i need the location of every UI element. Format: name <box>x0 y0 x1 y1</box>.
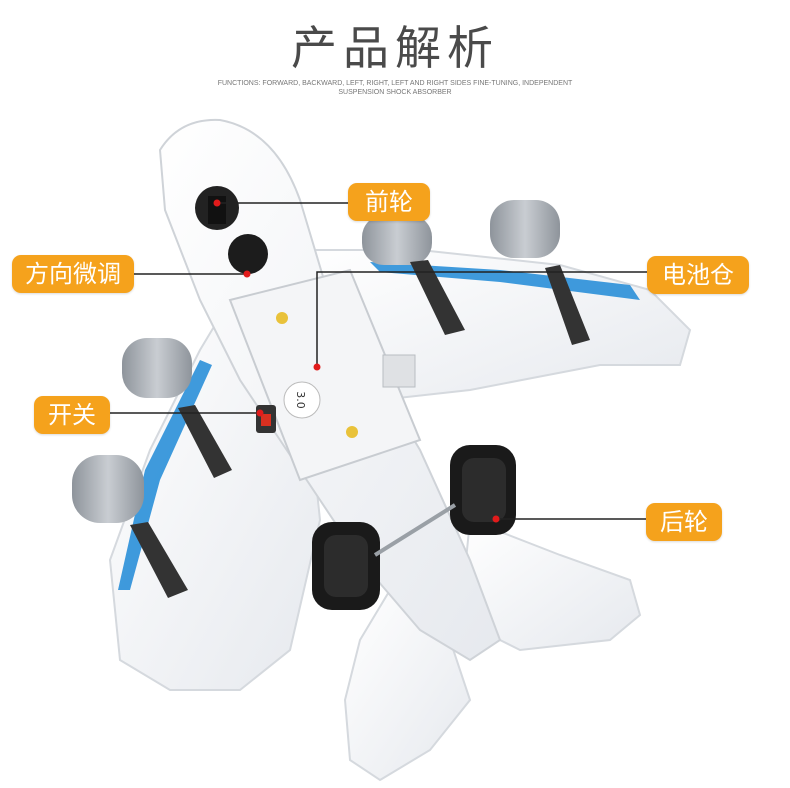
subtitle-line-1: FUNCTIONS: FORWARD, BACKWARD, LEFT, RIGH… <box>217 80 573 87</box>
callout-battery: 电池仓 <box>647 256 749 294</box>
page-subtitle: FUNCTIONS: FORWARD, BACKWARD, LEFT, RIGH… <box>195 79 595 97</box>
battery-cover <box>228 268 422 482</box>
svg-text:3.0: 3.0 <box>294 391 307 409</box>
page-title: 产品解析 <box>291 21 499 75</box>
callout-direction-adjust: 方向微调 <box>12 255 134 293</box>
label-disc <box>283 381 321 419</box>
screw-2 <box>346 426 358 438</box>
callout-rear-wheel: 后轮 <box>646 503 722 541</box>
engine-left-1 <box>122 338 232 478</box>
rear-wheel-left <box>312 522 380 610</box>
engine-left-2 <box>72 455 188 598</box>
battery-square <box>382 354 416 388</box>
trim-knob <box>228 234 268 274</box>
rear-wheel-right <box>450 445 516 535</box>
screw-1 <box>276 312 288 324</box>
callout-switch: 开关 <box>34 396 110 434</box>
callout-front-wheel: 前轮 <box>348 183 430 221</box>
subtitle-line-2: SUSPENSION SHOCK ABSORBER <box>338 89 452 96</box>
